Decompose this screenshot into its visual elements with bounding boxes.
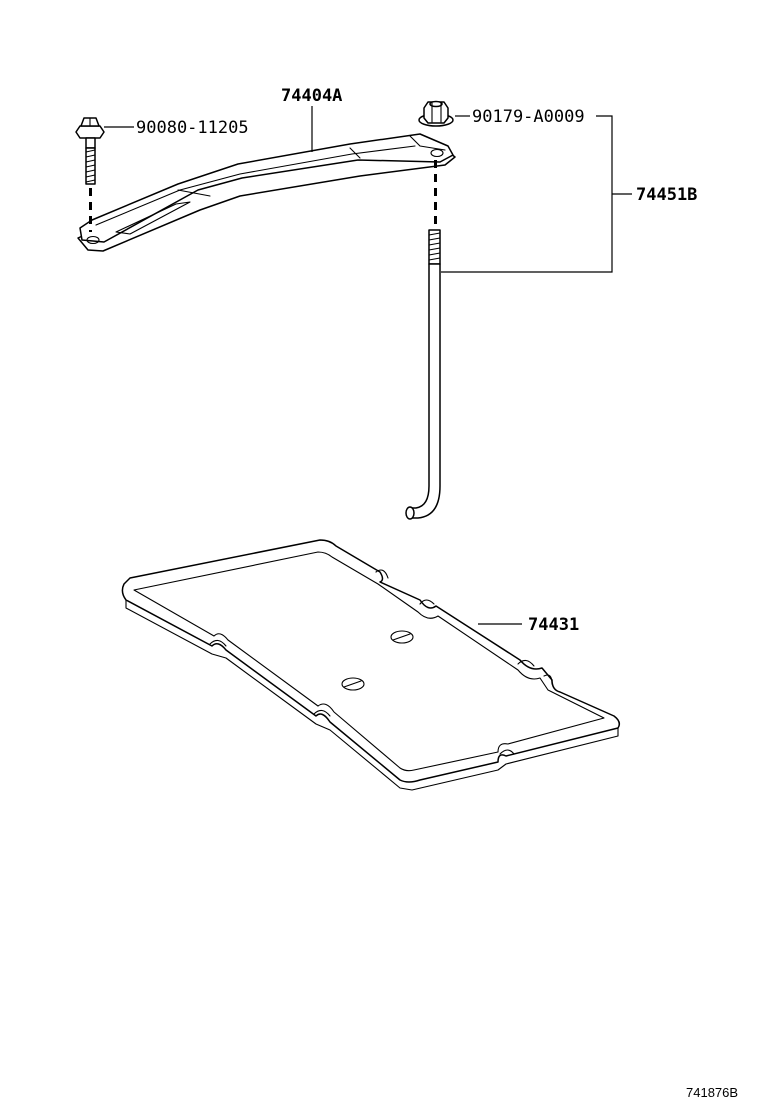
battery-clamp[interactable] — [77, 133, 456, 252]
label-clamp: 74404A — [281, 86, 342, 106]
label-tray: 74431 — [528, 615, 579, 635]
leader-lines — [104, 106, 632, 625]
battery-tray[interactable] — [121, 539, 621, 791]
flange-bolt[interactable] — [75, 117, 105, 232]
diagram-reference: 741876B — [686, 1085, 738, 1100]
label-bolt: 90080-11205 — [136, 118, 249, 138]
label-nut: 90179-A0009 — [472, 107, 585, 127]
hold-down-rod[interactable] — [405, 229, 441, 520]
flange-nut[interactable] — [418, 100, 454, 227]
label-rod-assembly: 74451B — [636, 185, 697, 205]
